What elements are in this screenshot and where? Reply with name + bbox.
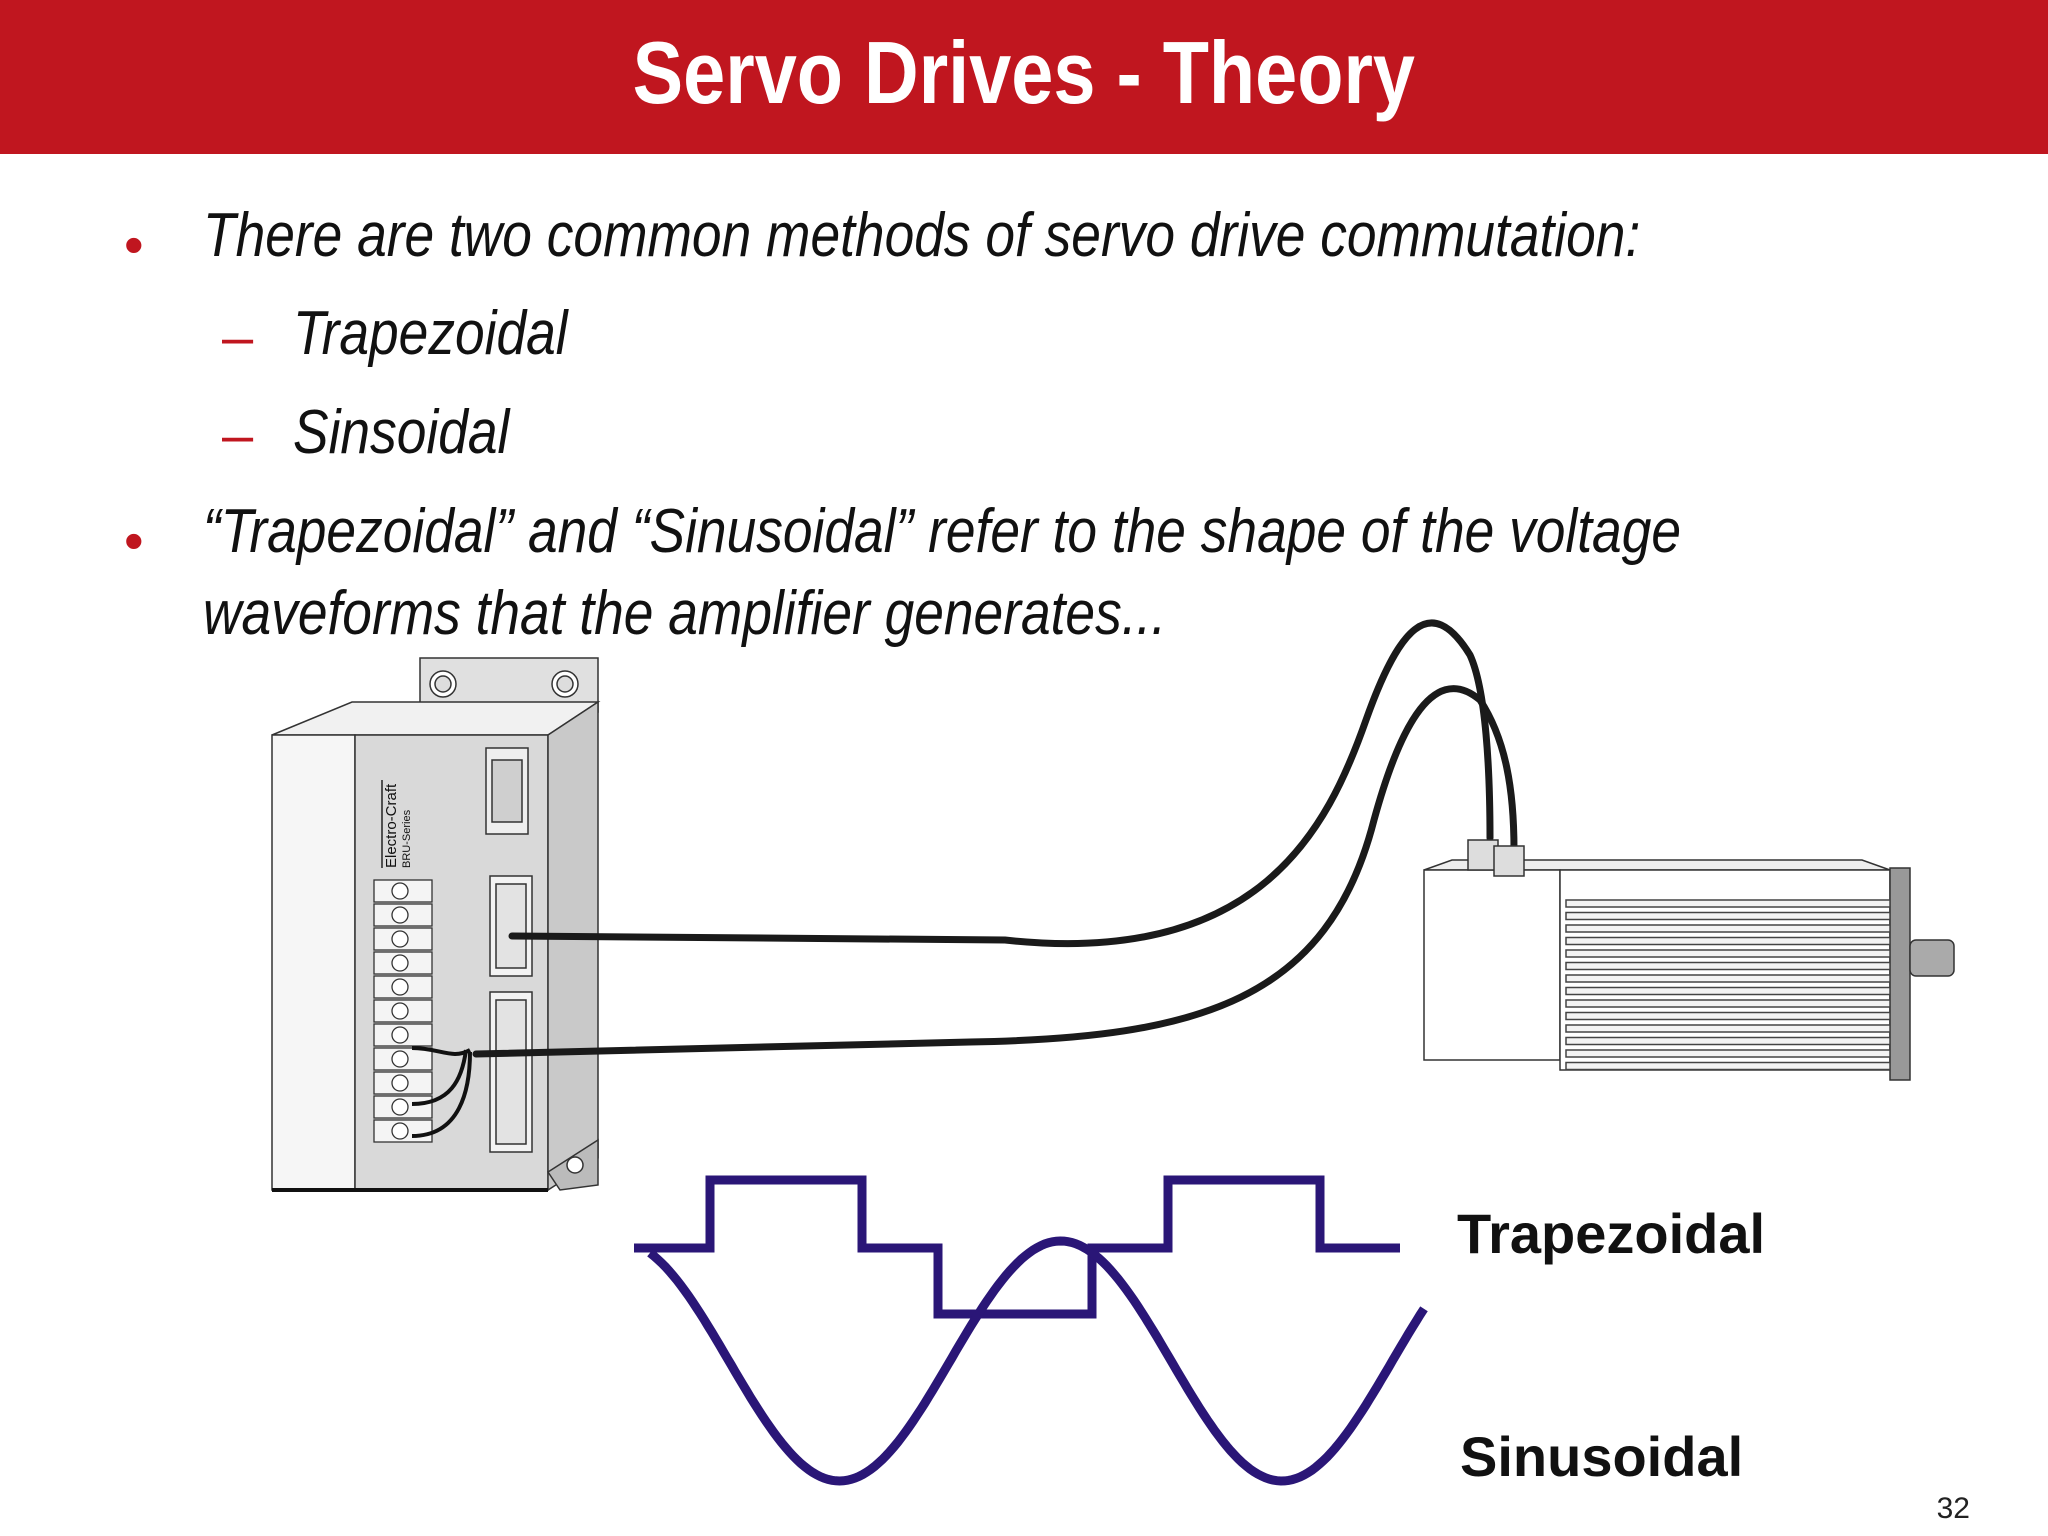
motor-fin	[1565, 974, 1891, 983]
motor-fin	[1565, 1049, 1891, 1058]
motor-fin	[1565, 1024, 1891, 1033]
slide-title: Servo Drives - Theory	[632, 23, 1416, 122]
motor-fins	[1565, 899, 1891, 1071]
terminal-screw	[391, 1074, 409, 1092]
terminal-screw	[391, 1098, 409, 1116]
terminal-screw	[391, 906, 409, 924]
sinusoidal-label: Sinusoidal	[1460, 1425, 1744, 1488]
drive-series-label: BRU-Series	[401, 809, 413, 868]
motor-fin	[1565, 1011, 1891, 1021]
terminal-screw	[391, 954, 409, 972]
motor-fin	[1565, 911, 1891, 921]
bullet-list: • There are two common methods of servo …	[0, 0, 2048, 700]
title-bar: Servo Drives - Theory	[0, 0, 2048, 154]
terminal-screw	[391, 1026, 409, 1044]
motor-fin	[1565, 899, 1891, 908]
terminal-screw	[391, 930, 409, 948]
motor-fin	[1565, 999, 1891, 1008]
bullet-2-line-2: waveforms that the amplifier generates..…	[203, 579, 1167, 648]
motor-fin	[1565, 924, 1891, 933]
sub-item-trapezoidal: Trapezoidal	[293, 299, 568, 368]
terminal-screw	[391, 978, 409, 996]
cables	[472, 619, 1518, 1058]
servo-drive-illustration	[271, 657, 601, 1192]
motor-fin	[1565, 1036, 1891, 1046]
sinusoidal-waveform	[647, 1236, 1428, 1486]
terminal-screw	[391, 1122, 409, 1140]
motor-fin	[1565, 936, 1891, 946]
motor-fin	[1565, 961, 1891, 971]
bullet-marker: •	[124, 213, 144, 276]
page-number: 32	[1936, 1492, 1970, 1525]
sub-item-sinsoidal: Sinsoidal	[293, 398, 510, 467]
dash-marker: –	[222, 403, 254, 466]
drive-brand-label: Electro-Craft	[383, 783, 400, 868]
terminal-wires	[411, 1046, 472, 1138]
motor-fin	[1565, 949, 1891, 958]
trapezoidal-label: Trapezoidal	[1457, 1202, 1766, 1265]
bullet-2-line-1: “Trapezoidal” and “Sinusoidal” refer to …	[203, 497, 1682, 566]
trapezoidal-waveform	[634, 1175, 1400, 1319]
waveforms	[634, 1175, 1428, 1486]
bullet-1-text: There are two common methods of servo dr…	[203, 201, 1641, 270]
terminal-screw	[391, 882, 409, 900]
motor-fin	[1565, 1061, 1891, 1071]
terminal-screw	[391, 1002, 409, 1020]
terminal-screw	[391, 1050, 409, 1068]
bullet-marker: •	[124, 509, 144, 572]
motor-fin	[1565, 986, 1891, 996]
dash-marker: –	[222, 305, 254, 368]
